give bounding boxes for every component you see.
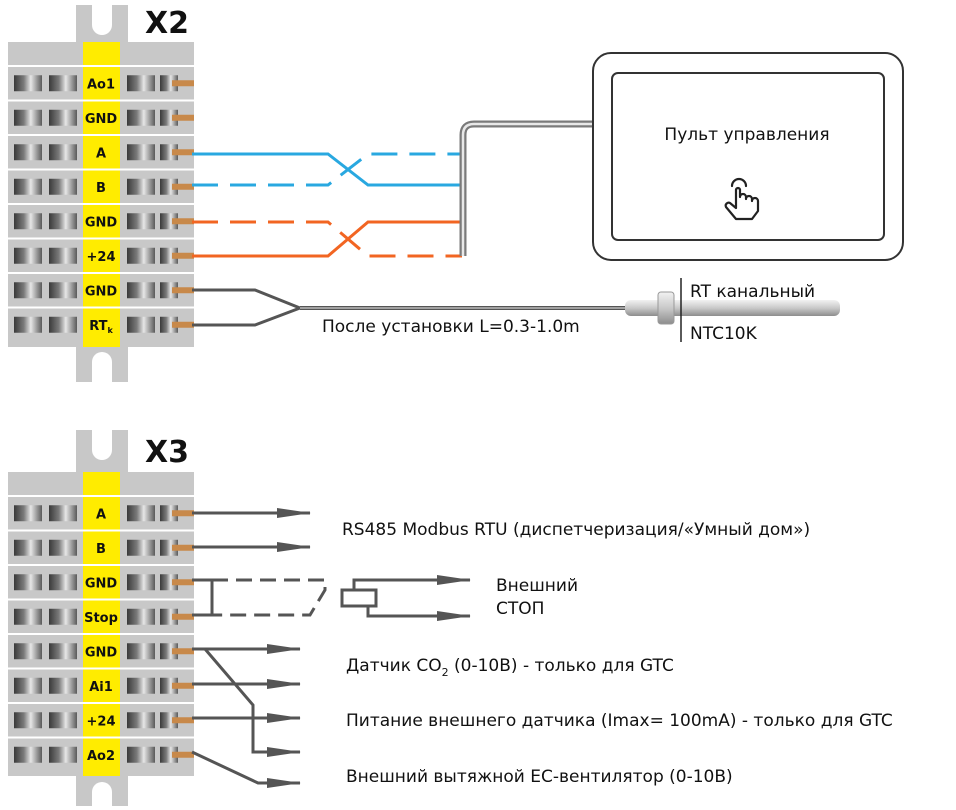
power-label: Питание внешнего датчика (Imax= 100mA) -… (346, 711, 893, 731)
x2-pin-label: +24 (87, 250, 116, 265)
rs485-panel-wires (192, 152, 462, 258)
x2-pin-label: A (96, 146, 106, 161)
sensor-type: NTC10K (690, 324, 758, 344)
x3-pin-label: A (96, 507, 106, 522)
wire-24-orange (192, 220, 462, 258)
co2-label: Датчик CO2 (0-10В) - только для GTC (346, 656, 674, 679)
external-stop-switch (340, 575, 471, 621)
control-panel: Пульт управления (592, 52, 904, 261)
panel-label: Пульт управления (664, 125, 829, 145)
x3-terminal-8: Ao2 (8, 736, 194, 764)
touch-hand-icon (724, 177, 760, 221)
x2-terminal-7: GND (8, 272, 194, 299)
stop-label-2: СТОП (496, 599, 544, 619)
sensor-name: RT канальный (690, 282, 815, 302)
wire-a-blue (192, 152, 462, 187)
x3-pin-label: B (96, 542, 106, 557)
rs485-label: RS485 Modbus RTU (диспетчеризация/«Умный… (342, 520, 810, 540)
stop-dashed-loop (212, 578, 327, 617)
stop-label-1: Внешний (496, 576, 578, 596)
sensor-cable-note: После установки L=0.3-1.0m (322, 317, 580, 337)
rt-subscript: k (107, 326, 113, 335)
x2-pin-label: GND (85, 284, 118, 299)
x3-pin-label: Ao2 (87, 749, 115, 764)
x3-pin-label: GND (85, 576, 118, 591)
fan-label: Внешний вытяжной ЕС-вентилятор (0-10В) (346, 767, 733, 787)
x3-terminal-1: A (8, 495, 194, 522)
x3-label-strip (83, 472, 120, 776)
stop-jumper (192, 578, 214, 617)
x3-pin-label: GND (85, 645, 118, 660)
x2-terminal-3: A (8, 134, 194, 161)
x3-pin-label: +24 (87, 714, 116, 729)
rt-sensor: RT канальный NTC10K (625, 278, 840, 344)
co2-subscript: 2 (442, 666, 449, 679)
x3-terminal-3: GND (8, 564, 194, 591)
x3-terminal-4: Stop (8, 598, 194, 626)
x3-wires (191, 508, 327, 788)
x2-pin-label: RTk (89, 319, 113, 335)
x3-terminal-6: Ai1 (8, 667, 194, 695)
x3-pin-label: Ai1 (89, 680, 113, 695)
x2-terminal-6: +24 (8, 237, 194, 265)
x2-pin-label: GND (85, 112, 118, 127)
x3-terminal-2: B (8, 529, 194, 557)
x2-pin-label: Ao1 (87, 77, 115, 92)
wire-gnd-branch (203, 648, 301, 757)
wire-gnd-orange-dashed (192, 220, 462, 258)
x2-terminal-1: Ao1 (8, 65, 194, 92)
x2-terminal-5: GND (8, 203, 194, 230)
x3-pin-label: Stop (84, 611, 118, 626)
x2-terminal-4: B (8, 168, 194, 196)
x2-label-strip (83, 42, 120, 347)
wire-ao2 (191, 750, 301, 788)
x3-terminal-5: GND (8, 633, 194, 660)
wire-a-blue-dashed (192, 152, 462, 187)
x2-terminal-8: RTk (8, 306, 194, 335)
x2-pin-label: B (96, 181, 106, 196)
x3-title: X3 (145, 435, 189, 470)
x2-pin-label: GND (85, 215, 118, 230)
x2-terminal-2: GND (8, 99, 194, 127)
x2-title: X2 (145, 6, 189, 41)
panel-cable (459, 120, 596, 256)
x3-terminal-7: +24 (8, 702, 194, 729)
